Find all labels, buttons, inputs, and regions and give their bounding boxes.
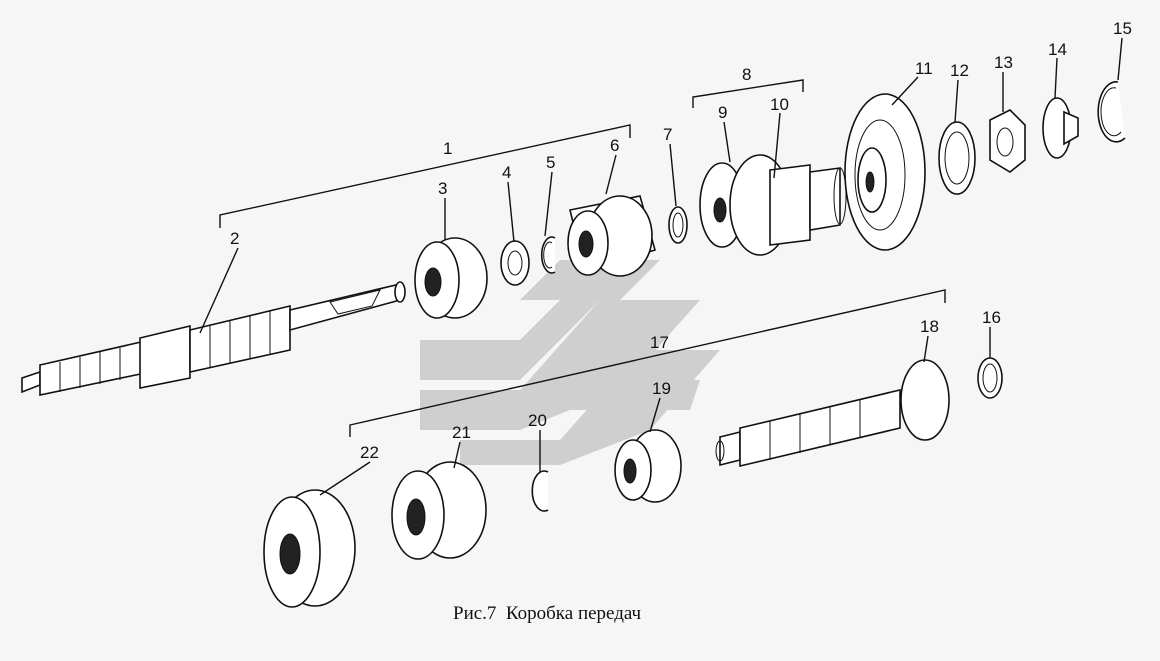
leader-lines [199,37,1123,496]
ring-15 [1097,81,1126,143]
gear-19 [614,429,682,503]
label-11: 11 [915,59,933,78]
label-18: 18 [920,317,939,336]
label-14: 14 [1048,40,1067,59]
label-13: 13 [994,53,1013,72]
label-3: 3 [438,179,447,198]
label-20: 20 [528,411,547,430]
gear-3 [414,237,488,319]
washer-4 [500,240,530,286]
gear-block-9-10 [699,154,847,256]
label-15: 15 [1113,19,1132,38]
gear-6 [567,195,656,277]
bracket-group-8 [692,79,804,108]
label-4: 4 [502,163,511,182]
label-19: 19 [652,379,671,398]
label-8: 8 [742,65,751,84]
countershaft-18 [715,359,950,468]
ring-7 [668,206,688,244]
nut-13 [989,109,1026,173]
snap-ring-20 [531,470,549,512]
label-5: 5 [546,153,555,172]
washer-12 [938,121,976,195]
cap-14 [1042,97,1079,159]
bracket-group-17 [349,289,946,437]
label-9: 9 [718,103,727,122]
label-17: 17 [650,333,669,352]
label-22: 22 [360,443,379,462]
label-2: 2 [230,229,239,248]
label-1: 1 [443,139,452,158]
label-7: 7 [663,125,672,144]
figure-caption: Рис.7 Коробка передач [453,603,642,624]
gear-21 [391,461,487,560]
watermark-logo [420,260,720,465]
bracket-group-1 [219,124,631,228]
label-10: 10 [770,95,789,114]
main-shaft [21,281,406,396]
sprocket-11 [844,93,926,251]
label-16: 16 [982,308,1001,327]
snap-ring-5 [540,236,556,274]
label-21: 21 [452,423,471,442]
gear-22 [263,489,356,608]
label-6: 6 [610,136,619,155]
label-12: 12 [950,61,969,80]
